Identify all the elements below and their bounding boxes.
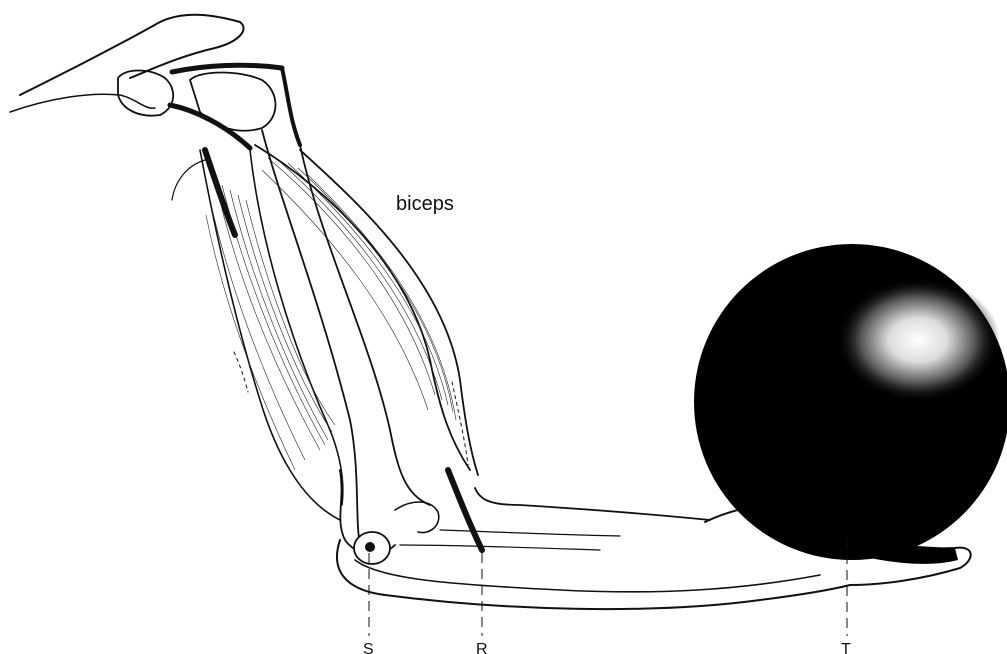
biceps-insertion-tendon — [448, 470, 482, 550]
load-label: T — [841, 641, 851, 654]
ball — [694, 244, 1007, 564]
effort-label: R — [476, 641, 488, 654]
biceps-tendons — [170, 65, 300, 148]
elbow-joint — [354, 532, 390, 564]
reference-lines — [369, 538, 847, 636]
shoulder-bones — [10, 15, 276, 200]
triceps-muscle — [200, 150, 343, 520]
fulcrum-label: S — [363, 641, 374, 654]
biceps-label: biceps — [396, 193, 454, 215]
